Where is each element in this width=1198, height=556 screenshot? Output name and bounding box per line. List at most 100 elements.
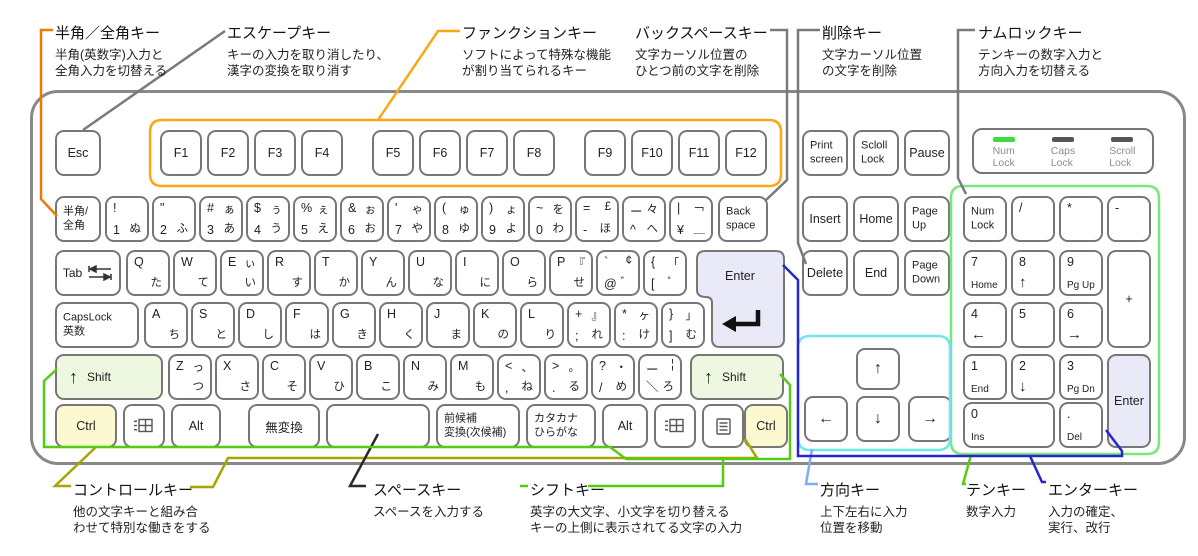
key-f2[interactable]: F2 [207,130,249,176]
key-lctrl[interactable]: Ctrl [55,404,117,448]
key-lbracket[interactable]: {「[゜ [643,250,687,296]
key-menu[interactable] [702,404,744,448]
key-f11[interactable]: F11 [678,130,720,176]
key-npslash[interactable]: / [1011,196,1055,242]
key-home[interactable]: Home [853,196,899,242]
key-kminus[interactable]: =£-ほ [575,196,619,242]
key-kyen[interactable]: |￢¥＿ [669,196,713,242]
key-np6[interactable]: 6→ [1059,302,1103,348]
key-lalt[interactable]: Alt [171,404,221,448]
key-f8[interactable]: F8 [513,130,555,176]
key-npdot[interactable]: .Del [1059,402,1103,448]
key-up[interactable]: ↑ [856,348,900,390]
key-np4[interactable]: 4← [963,302,1007,348]
key-f1[interactable]: F1 [160,130,202,176]
key-np8[interactable]: 8↑ [1011,250,1055,296]
key-f6[interactable]: F6 [419,130,461,176]
key-f9[interactable]: F9 [584,130,626,176]
key-npenter[interactable]: Enter [1107,354,1151,448]
key-npminus[interactable]: - [1107,196,1151,242]
key-colon[interactable]: *ヶ:け [614,302,658,348]
key-slash[interactable]: ?・/め [591,354,635,400]
key-rctrl[interactable]: Ctrl [744,404,788,448]
key-f4[interactable]: F4 [301,130,343,176]
key-f7[interactable]: F7 [466,130,508,176]
key-period[interactable]: >。.る [544,354,588,400]
key-npstar[interactable]: * [1059,196,1103,242]
key-f5[interactable]: F5 [372,130,414,176]
key-lshift[interactable]: ↑Shift [55,354,163,400]
key-comma[interactable]: <、,ね [497,354,541,400]
key-del[interactable]: Delete [802,250,848,296]
key-f3[interactable]: F3 [254,130,296,176]
key-end[interactable]: End [853,250,899,296]
key-semi[interactable]: +』;れ [567,302,611,348]
key-f12[interactable]: F12 [725,130,767,176]
key-enter[interactable]: Enter [696,250,786,350]
key-rshift[interactable]: ↑Shift [690,354,784,400]
key-backslash[interactable]: ー¦＼ろ [638,354,682,400]
key-at[interactable]: `¢@゛ [596,250,640,296]
key-lwin[interactable] [123,404,165,448]
key-insert[interactable]: Insert [802,196,848,242]
key-np5[interactable]: 5 [1011,302,1055,348]
key-pause[interactable]: Pause [904,130,950,176]
key-esc[interactable]: Esc [55,130,101,176]
key-npplus[interactable]: + [1107,250,1151,348]
key-henkan[interactable]: 前候補変換(次候補) [436,404,520,448]
key-katakana[interactable]: カタカナひらがな [526,404,596,448]
key-right[interactable]: → [908,396,952,442]
key-kcaret[interactable]: ー々^へ [622,196,666,242]
key-left[interactable]: ← [804,396,848,442]
key-f10[interactable]: F10 [631,130,673,176]
key-np2[interactable]: 2↓ [1011,354,1055,400]
key-hankaku[interactable]: 半角/全角 [55,196,101,242]
key-tab[interactable]: Tab [55,250,121,296]
key-rwin[interactable] [654,404,696,448]
key-down[interactable]: ↓ [856,396,900,442]
